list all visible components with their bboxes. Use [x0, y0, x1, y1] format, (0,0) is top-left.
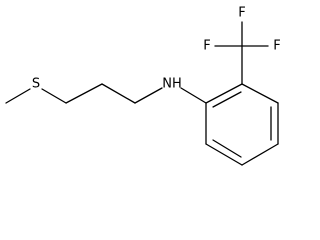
- bond-methyl-sulfur: [5, 88, 31, 104]
- sulfur-atom-label: S: [32, 77, 40, 92]
- fluorine-top-label: F: [238, 6, 245, 21]
- bond-sulfur-ch2-a: [41, 88, 67, 104]
- bond-ch2-c-nitrogen: [134, 87, 163, 104]
- bond-nitrogen-ring: [180, 87, 207, 104]
- ring-bond-1: [205, 83, 243, 104]
- ring-bond-4: [241, 143, 279, 166]
- bond-ch2-a-ch2-b: [65, 83, 103, 104]
- molecule-structure: S NH F F F: [5, 6, 281, 166]
- fluorine-left-label: F: [203, 39, 210, 54]
- fluorine-right-label: F: [273, 39, 280, 54]
- ring-bond-5: [205, 143, 243, 166]
- amine-atom-label: NH: [162, 77, 182, 92]
- ring-double-bond-top: [212, 91, 242, 108]
- ring-bond-2: [241, 83, 279, 104]
- ring-double-bond-bottom: [212, 139, 242, 158]
- bond-ch2-b-ch2-c: [101, 83, 136, 104]
